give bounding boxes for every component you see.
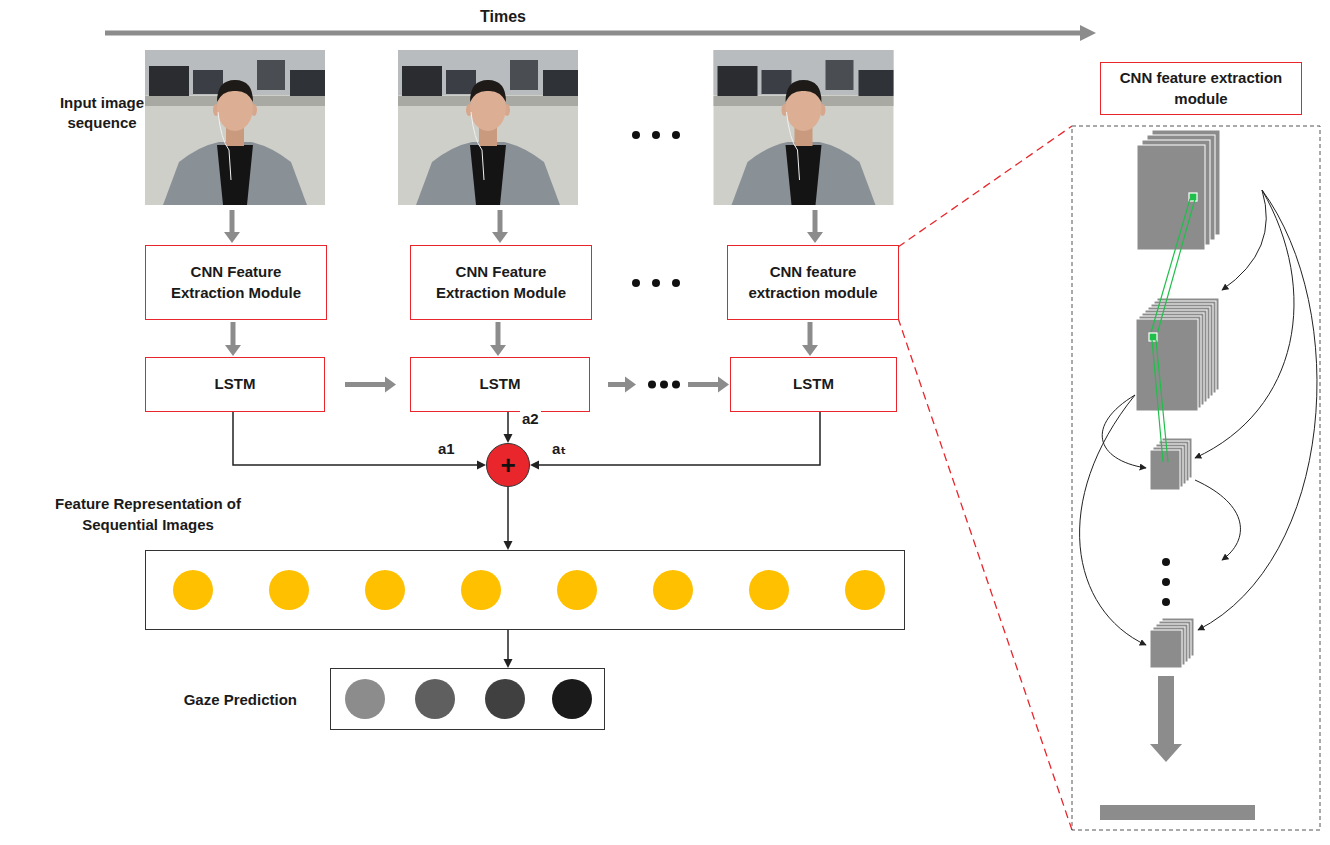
connector-line bbox=[507, 412, 509, 435]
zoom-callout-lines bbox=[898, 126, 1072, 830]
node-text: CNN Feature Extraction Module bbox=[158, 262, 314, 303]
lstm-box: LSTM bbox=[145, 357, 325, 412]
feature-vector-box: Feature Representation of Sequential Ima… bbox=[145, 550, 905, 630]
flatten-arrow bbox=[1100, 676, 1255, 820]
connector bbox=[504, 412, 513, 443]
arrowhead bbox=[477, 461, 486, 470]
weight-label: a2 bbox=[520, 409, 541, 429]
ellipsis-dots bbox=[632, 131, 680, 287]
lstm-box: LSTM bbox=[730, 357, 897, 412]
connector-line bbox=[345, 382, 386, 387]
panel-title-box: CNN feature extraction module bbox=[1100, 62, 1302, 115]
skip-connection-curves bbox=[1080, 190, 1317, 645]
detail-panel bbox=[1072, 126, 1320, 830]
lstm-box: LSTM bbox=[410, 357, 590, 412]
feature-vector-circles bbox=[173, 570, 885, 610]
node-text: CNN feature extraction module bbox=[740, 262, 886, 303]
ellipsis-dot bbox=[648, 381, 656, 389]
connector bbox=[233, 412, 486, 470]
connector bbox=[345, 377, 396, 393]
connector-line bbox=[233, 412, 478, 465]
input-photos bbox=[145, 50, 894, 205]
sum-node: + bbox=[486, 443, 530, 487]
arrowhead bbox=[530, 461, 539, 470]
section-heading: Feature Representation of Sequential Ima… bbox=[28, 493, 268, 535]
gaze-output-circles bbox=[345, 679, 592, 719]
connector bbox=[530, 412, 820, 470]
arrowhead bbox=[802, 345, 818, 356]
connector-line bbox=[538, 412, 820, 465]
arrowhead bbox=[504, 541, 513, 550]
connector bbox=[490, 322, 506, 356]
cnn-module-box: CNN Feature Extraction Module bbox=[145, 245, 327, 320]
section-heading: Gaze Prediction bbox=[184, 689, 297, 710]
row-label: Input image sequence bbox=[52, 93, 152, 134]
arrowhead bbox=[718, 377, 729, 393]
connector bbox=[225, 322, 241, 356]
node-text: CNN Feature Extraction Module bbox=[423, 262, 579, 303]
gaze-output-box: Gaze Prediction bbox=[330, 668, 605, 730]
arrowhead bbox=[504, 434, 513, 443]
receptive-field-lines bbox=[1149, 193, 1197, 462]
connector bbox=[504, 487, 513, 550]
connector-line bbox=[808, 322, 813, 346]
connector-line bbox=[688, 382, 719, 387]
connector-line bbox=[231, 322, 236, 346]
ellipsis-dot bbox=[660, 381, 668, 389]
weight-label: aₜ bbox=[550, 439, 568, 459]
connector-line bbox=[507, 487, 509, 542]
cnn-module-box: CNN Feature Extraction Module bbox=[410, 245, 592, 320]
photo-to-cnn-arrows bbox=[224, 210, 823, 243]
axis-label: Times bbox=[468, 6, 538, 28]
node-text: CNN feature extraction module bbox=[1113, 68, 1289, 109]
node-text: LSTM bbox=[793, 374, 834, 394]
stack-ellipsis bbox=[1162, 558, 1170, 606]
cnn-layer-stacks bbox=[1136, 130, 1220, 668]
arrowhead bbox=[625, 377, 636, 393]
node-text: + bbox=[500, 452, 515, 478]
connector-line bbox=[608, 382, 626, 387]
ellipsis-dot bbox=[672, 381, 680, 389]
node-text: LSTM bbox=[480, 374, 521, 394]
arrowhead bbox=[385, 377, 396, 393]
weight-label: a1 bbox=[436, 439, 457, 459]
node-text: LSTM bbox=[215, 374, 256, 394]
arrowhead bbox=[504, 659, 513, 668]
connector bbox=[802, 322, 818, 356]
connector bbox=[504, 630, 513, 668]
connector-line bbox=[507, 630, 509, 660]
cnn-module-box: CNN feature extraction module bbox=[727, 245, 899, 320]
connector-line bbox=[496, 322, 501, 346]
connector bbox=[608, 377, 729, 393]
time-axis bbox=[105, 25, 1096, 41]
arrowhead bbox=[225, 345, 241, 356]
arrowhead bbox=[490, 345, 506, 356]
